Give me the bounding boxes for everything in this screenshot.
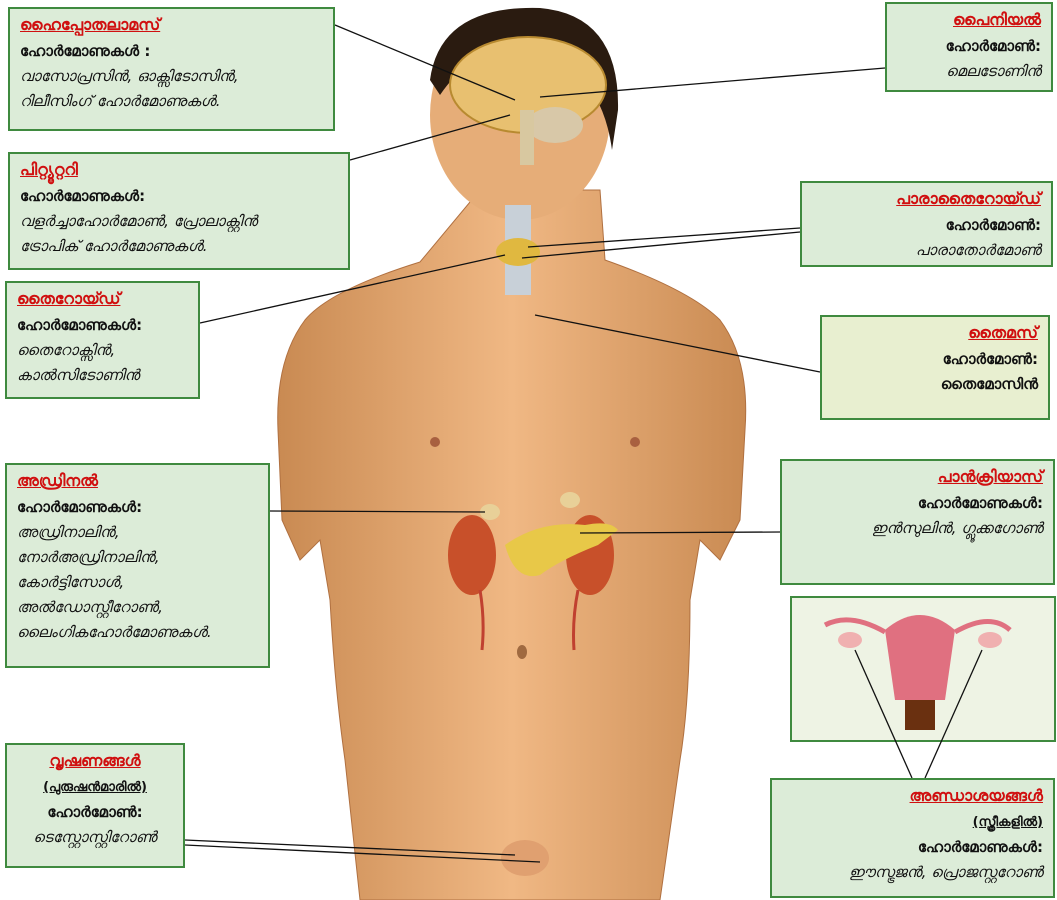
thymus-line1: ഹോർമോൺ:	[832, 347, 1038, 372]
adrenal-line5: അൽഡോസ്റ്റീറോൺ,	[17, 595, 258, 620]
parathyroid-line1: ഹോർമോൺ:	[812, 213, 1041, 238]
ovaries-label-box: അണ്ഡാശയങ്ങൾ (സ്ത്രീകളിൽ) ഹോർമോണുകൾ: ഈസ്ട…	[770, 778, 1055, 898]
adrenal-line2: അഡ്രിനാലിൻ,	[17, 520, 258, 545]
pancreas-line1: ഹോർമോണുകൾ:	[792, 491, 1043, 516]
pituitary-line3: ട്രോപിക് ഹോർമോണുകൾ.	[20, 234, 338, 259]
testes-line1: (പുരുഷൻമാരിൽ)	[17, 775, 173, 800]
parathyroid-title: പാരാതൈറോയ്ഡ്	[896, 189, 1041, 209]
thymus-title: തൈമസ്	[968, 323, 1038, 343]
testes-label-box: വൃഷണങ്ങൾ (പുരുഷൻമാരിൽ) ഹോർമോൺ: ടെസ്റ്റോസ…	[5, 743, 185, 868]
navel	[517, 645, 527, 659]
adrenal-title: അഡ്രിനൽ	[17, 471, 98, 491]
pineal-line1: ഹോർമോൺ:	[897, 34, 1041, 59]
cerebellum	[527, 107, 583, 143]
hypothalamus-line2: വാസോപ്രസിൻ, ഓക്സിടോസിൻ,	[20, 64, 323, 89]
hypothalamus-line3: റിലീസിംഗ് ഹോർമോണുകൾ.	[20, 89, 323, 114]
testes-line3: ടെസ്റ്റോസ്റ്റിറോൺ	[17, 825, 173, 850]
hypothalamus-label-box: ഹൈപ്പോതലാമസ് ഹോർമോണുകൾ : വാസോപ്രസിൻ, ഓക്…	[8, 7, 335, 131]
uterus	[885, 615, 955, 700]
ovaries-line1: (സ്ത്രീകളിൽ)	[782, 810, 1043, 835]
pancreas-line2: ഇൻസുലിൻ, ഗ്ലൂക്കഗോൺ	[792, 516, 1043, 541]
pituitary-title: പിറ്റ്യൂറ്ററി	[20, 160, 78, 180]
thymus-label-box: തൈമസ് ഹോർമോൺ: തൈമോസിൻ	[820, 315, 1050, 420]
pituitary-line1: ഹോർമോണുകൾ:	[20, 184, 338, 209]
thyroid-line2: തൈറോക്സിൻ,	[17, 338, 188, 363]
pineal-line2: മെലടോണിൻ	[897, 59, 1041, 84]
adrenal-line1: ഹോർമോണുകൾ:	[17, 495, 258, 520]
hypothalamus-title: ഹൈപ്പോതലാമസ്	[20, 15, 160, 35]
left-kidney	[448, 515, 496, 595]
adrenal-gland	[560, 492, 580, 508]
ovary	[838, 632, 862, 648]
pituitary-label-box: പിറ്റ്യൂറ്ററി ഹോർമോണുകൾ: വളർച്ചാഹോർമോൺ, …	[8, 152, 350, 270]
pineal-title: പൈനിയൽ	[953, 10, 1041, 30]
ovaries-title: അണ്ഡാശയങ്ങൾ	[910, 786, 1043, 806]
testes-title: വൃഷണങ്ങൾ	[49, 751, 140, 771]
pituitary-line2: വളർച്ചാഹോർമോൺ, പ്രോലാക്റ്റിൻ	[20, 209, 338, 234]
brainstem	[520, 110, 534, 165]
thyroid-gland	[496, 238, 540, 266]
ovaries-line3: ഈസ്ട്രജൻ, പ്രൊജസ്റ്ററോൺ	[782, 860, 1043, 885]
pancreas-label-box: പാൻക്രിയാസ് ഹോർമോണുകൾ: ഇൻസുലിൻ, ഗ്ലൂക്കഗ…	[780, 459, 1055, 585]
thymus-line2: തൈമോസിൻ	[832, 372, 1038, 397]
thyroid-line3: കാൽസിടോണിൻ	[17, 363, 188, 388]
hypothalamus-line1: ഹോർമോണുകൾ :	[20, 39, 323, 64]
adrenal-line3: നോർഅഡ്രിനാലിൻ,	[17, 545, 258, 570]
thyroid-label-box: തൈറോയ്ഡ് ഹോർമോണുകൾ: തൈറോക്സിൻ, കാൽസിടോണി…	[5, 281, 200, 399]
ovary	[978, 632, 1002, 648]
thyroid-line1: ഹോർമോണുകൾ:	[17, 313, 188, 338]
testes-line2: ഹോർമോൺ:	[17, 800, 173, 825]
nipple	[630, 437, 640, 447]
cervix	[905, 700, 935, 730]
adrenal-label-box: അഡ്രിനൽ ഹോർമോണുകൾ: അഡ്രിനാലിൻ, നോർഅഡ്രിന…	[5, 463, 270, 668]
nipple	[430, 437, 440, 447]
parathyroid-line2: പാരാതോർമോൺ	[812, 238, 1041, 263]
pineal-label-box: പൈനിയൽ ഹോർമോൺ: മെലടോണിൻ	[885, 2, 1053, 92]
adrenal-line4: കോർട്ടിസോൾ,	[17, 570, 258, 595]
testes	[501, 840, 549, 876]
pancreas-title: പാൻക്രിയാസ്	[938, 467, 1043, 487]
thyroid-title: തൈറോയ്ഡ്	[17, 289, 120, 309]
parathyroid-label-box: പാരാതൈറോയ്ഡ് ഹോർമോൺ: പാരാതോർമോൺ	[800, 181, 1053, 267]
ovaries-line2: ഹോർമോണുകൾ:	[782, 835, 1043, 860]
adrenal-line6: ലൈംഗികഹോർമോണുകൾ.	[17, 620, 258, 645]
